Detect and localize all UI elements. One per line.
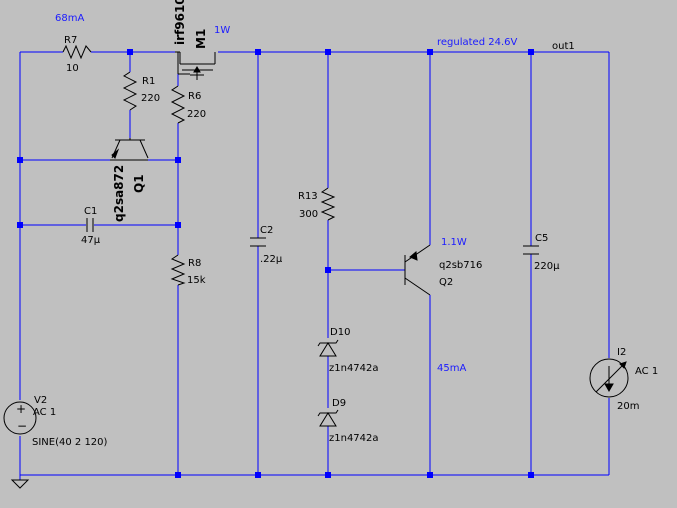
regulated-voltage-annotation: regulated 24.6V: [437, 37, 518, 48]
resistor-r6-symbol: [170, 85, 186, 124]
d9-label: D9: [332, 398, 346, 409]
m1-model: irf9610: [173, 0, 187, 45]
r13-label: R13: [298, 191, 318, 202]
c2-label: C2: [260, 225, 273, 236]
capacitor-c1-symbol: [86, 218, 94, 232]
zener-d9-symbol: [317, 409, 339, 427]
resistor-r13-symbol: [320, 187, 336, 221]
m1-label: M1: [194, 29, 208, 49]
r8-value: 15k: [187, 275, 206, 286]
c5-label: C5: [535, 233, 548, 244]
d9-model: z1n4742a: [329, 433, 379, 444]
c2-value: .22µ: [260, 254, 283, 265]
capacitor-c5-symbol: [523, 245, 539, 255]
junction-node: [325, 267, 331, 273]
junction-node: [17, 157, 23, 163]
labels: 68mA R7 10 R1 220 R6 220 irf9610 M1 1W q…: [32, 0, 658, 448]
q1-label: Q1: [132, 174, 146, 193]
junction-node: [325, 49, 331, 55]
v2-ac: AC 1: [33, 407, 56, 418]
resistor-r7-symbol: [62, 44, 92, 60]
out1-net-label: out1: [552, 41, 575, 52]
r7-current-annotation: 68mA: [55, 13, 84, 24]
m1-power-annotation: 1W: [214, 25, 230, 36]
junction-node: [17, 222, 23, 228]
i2-label: I2: [617, 347, 626, 358]
ground-symbol: [10, 479, 30, 489]
junction-node: [175, 222, 181, 228]
current-source-i2-symbol: [589, 358, 629, 398]
junction-node: [427, 472, 433, 478]
d10-model: z1n4742a: [329, 363, 379, 374]
resistor-r1-symbol: [122, 71, 138, 111]
v2-label: V2: [34, 395, 47, 406]
transistor-q1-symbol: [110, 138, 149, 161]
junctions: [17, 49, 534, 478]
r8-label: R8: [188, 258, 201, 269]
junction-node: [127, 49, 133, 55]
junction-node: [255, 49, 261, 55]
components: + −: [3, 44, 629, 489]
i2-value: 20m: [617, 401, 639, 412]
junction-node: [528, 49, 534, 55]
r13-value: 300: [299, 209, 318, 220]
zener-d10-symbol: [317, 339, 339, 357]
r1-label: R1: [142, 76, 155, 87]
d10-label: D10: [330, 327, 350, 338]
wires: [19, 51, 610, 480]
q1-model: q2sa872: [112, 165, 126, 222]
junction-node: [175, 472, 181, 478]
mosfet-m1-symbol: [175, 51, 216, 80]
svg-text:−: −: [17, 419, 27, 433]
c1-value: 47µ: [81, 235, 101, 246]
junction-node: [528, 472, 534, 478]
c5-value: 220µ: [534, 261, 560, 272]
v2-source: SINE(40 2 120): [32, 437, 108, 448]
q2-current-annotation: 45mA: [437, 363, 466, 374]
junction-node: [175, 157, 181, 163]
r6-value: 220: [187, 109, 206, 120]
r6-label: R6: [188, 91, 201, 102]
svg-text:+: +: [16, 402, 26, 416]
r1-value: 220: [141, 93, 160, 104]
q2-power-annotation: 1.1W: [441, 237, 467, 248]
capacitor-c2-symbol: [250, 237, 266, 247]
voltage-source-v2-symbol: + −: [3, 401, 37, 435]
r7-label: R7: [64, 35, 77, 46]
junction-node: [427, 49, 433, 55]
q2-model: q2sb716: [439, 260, 482, 271]
resistor-r8-symbol: [170, 254, 186, 286]
r7-value: 10: [66, 63, 79, 74]
junction-node: [325, 472, 331, 478]
c1-label: C1: [84, 206, 97, 217]
junction-node: [255, 472, 261, 478]
i2-ac: AC 1: [635, 366, 658, 377]
transistor-q2-symbol: [404, 244, 431, 296]
q2-label: Q2: [439, 277, 453, 288]
